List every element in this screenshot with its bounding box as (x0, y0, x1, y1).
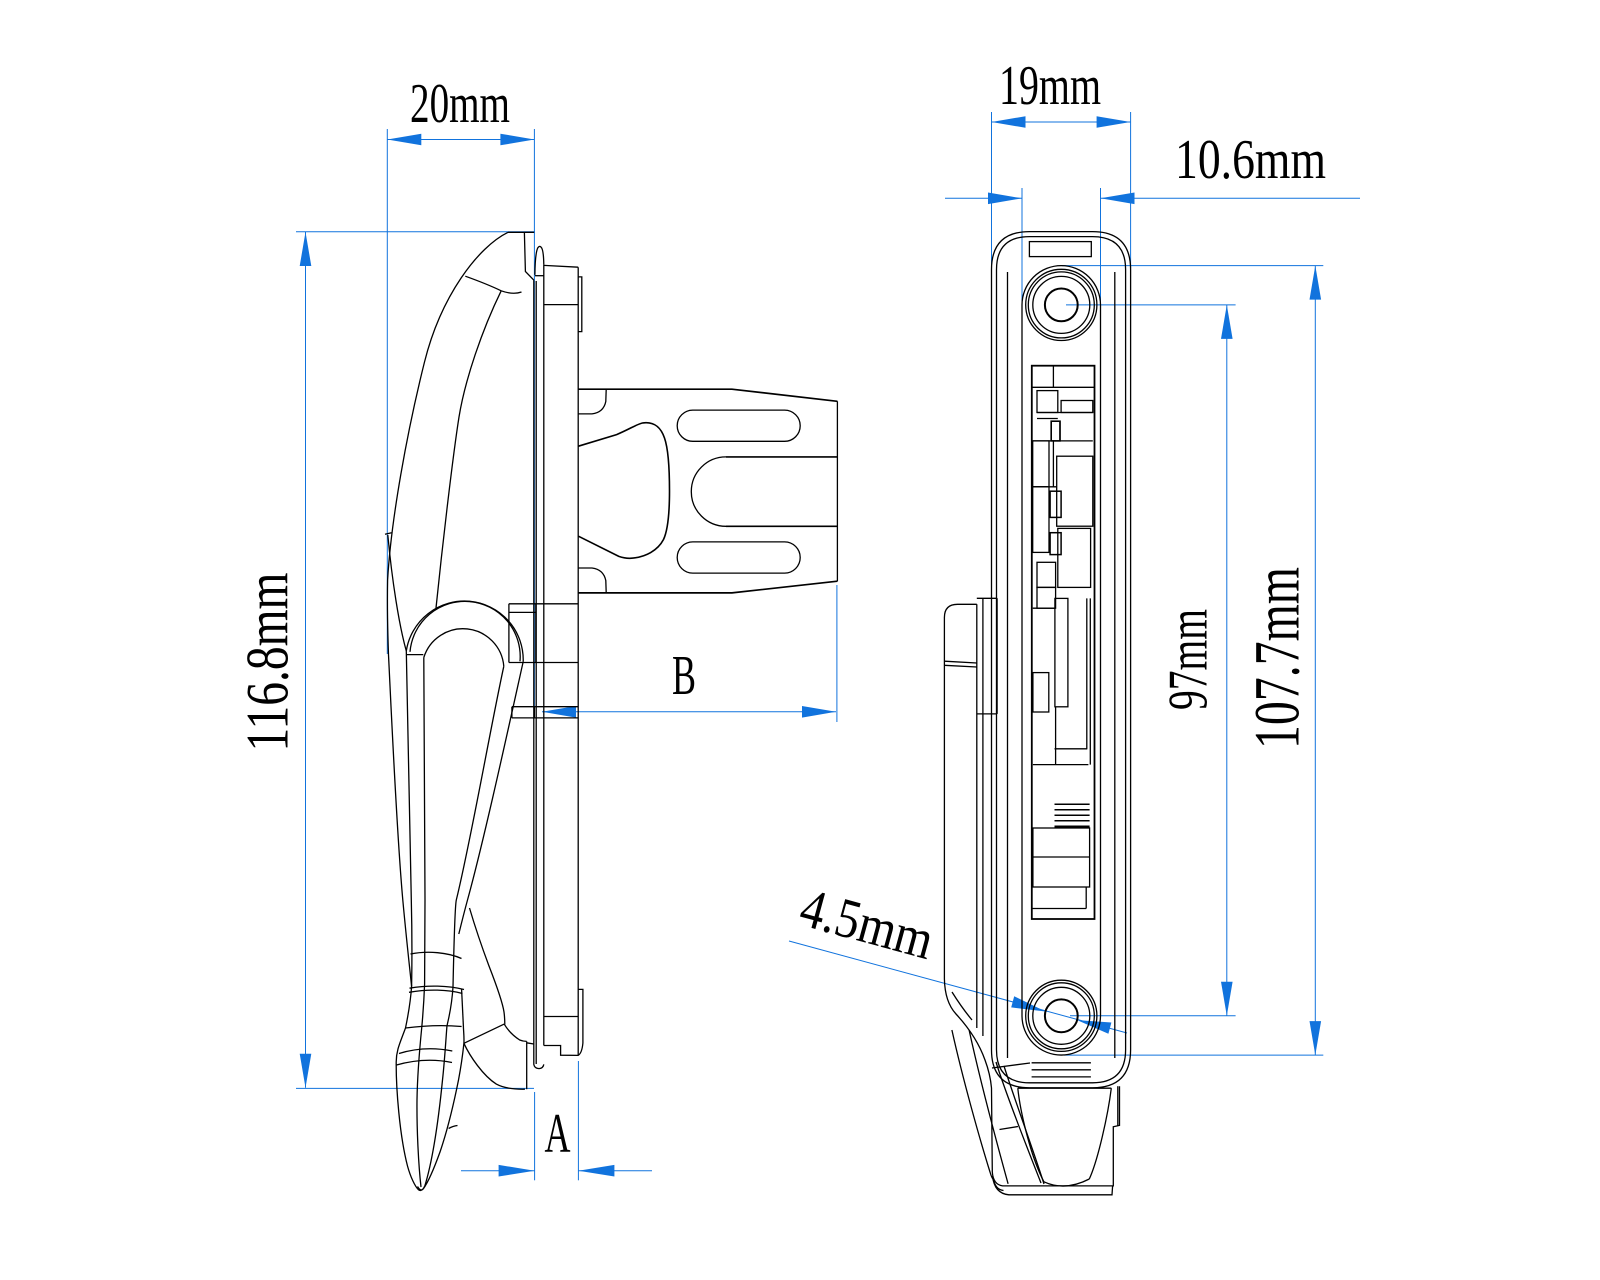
svg-text:4.5mm: 4.5mm (794, 877, 941, 972)
svg-text:97mm: 97mm (1158, 609, 1220, 710)
svg-text:10.6mm: 10.6mm (1175, 129, 1326, 191)
svg-text:B: B (672, 645, 696, 707)
svg-text:19mm: 19mm (999, 55, 1101, 117)
svg-text:A: A (545, 1103, 571, 1165)
svg-text:20mm: 20mm (410, 73, 510, 135)
svg-text:116.8mm: 116.8mm (235, 573, 301, 752)
svg-text:107.7mm: 107.7mm (1242, 567, 1314, 749)
